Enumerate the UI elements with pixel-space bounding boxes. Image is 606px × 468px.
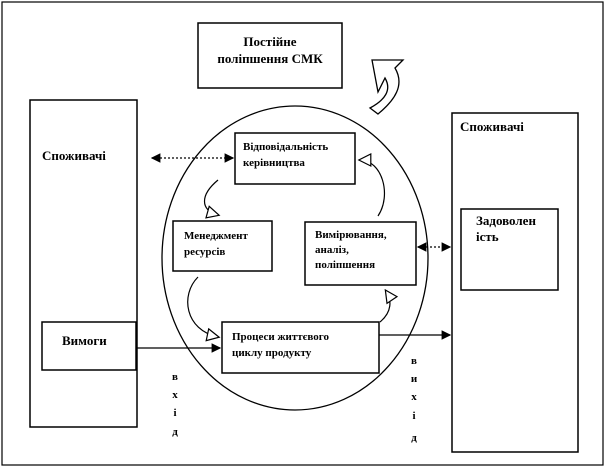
svg-text:д: д [411, 432, 417, 444]
svg-text:аналіз,: аналіз, [315, 244, 349, 256]
svg-text:х: х [411, 391, 417, 403]
svg-text:х: х [172, 389, 178, 401]
management-responsibility-box: Відповідальність керівництва [234, 132, 356, 185]
svg-text:Споживачі: Споживачі [460, 119, 524, 134]
output-label: в и х і д [411, 355, 418, 444]
svg-text:і: і [412, 410, 415, 422]
svg-text:Відповідальність: Відповідальність [243, 141, 328, 153]
svg-text:ість: ість [476, 229, 499, 244]
svg-text:Вимоги: Вимоги [62, 333, 107, 348]
svg-text:Постійне: Постійне [243, 34, 296, 49]
svg-text:поліпшення: поліпшення [315, 259, 375, 271]
svg-text:циклу продукту: циклу продукту [232, 347, 312, 359]
curved-arrow-responsibility-resources [203, 179, 219, 215]
svg-text:Задоволен: Задоволен [476, 213, 536, 228]
svg-text:ресурсів: ресурсів [184, 246, 225, 258]
improvement-cycle-arrow-icon [368, 59, 405, 115]
measurement-analysis-box: Вимірювання, аналіз, поліпшення [304, 221, 417, 286]
svg-text:в: в [411, 355, 417, 367]
svg-text:Процеси життєвого: Процеси життєвого [232, 331, 329, 343]
input-label: в х і д [172, 371, 178, 438]
svg-text:Менеджмент: Менеджмент [184, 230, 248, 242]
process-cycle-ellipse [161, 105, 429, 411]
svg-text:в: в [172, 371, 178, 383]
svg-text:д: д [172, 426, 178, 438]
svg-text:Вимірювання,: Вимірювання, [315, 229, 387, 241]
customers-left-box: Споживачі [29, 99, 138, 428]
curved-arrow-processes-measurement [379, 291, 390, 323]
product-realization-box: Процеси життєвого циклу продукту [221, 321, 380, 374]
continual-improvement-box: Постійне поліпшення СМК [197, 22, 343, 89]
resource-management-box: Менеджмент ресурсів [172, 220, 273, 272]
svg-text:керівництва: керівництва [243, 157, 305, 169]
svg-text:і: і [173, 407, 176, 419]
satisfaction-box: Задоволен ість [460, 208, 559, 291]
svg-text:поліпшення СМК: поліпшення СМК [217, 51, 323, 66]
curved-arrow-resources-processes [187, 276, 218, 337]
svg-text:Споживачі: Споживачі [42, 148, 106, 163]
curved-arrow-measurement-responsibility [360, 160, 386, 217]
svg-text:и: и [411, 373, 418, 385]
requirements-box: Вимоги [41, 321, 137, 371]
